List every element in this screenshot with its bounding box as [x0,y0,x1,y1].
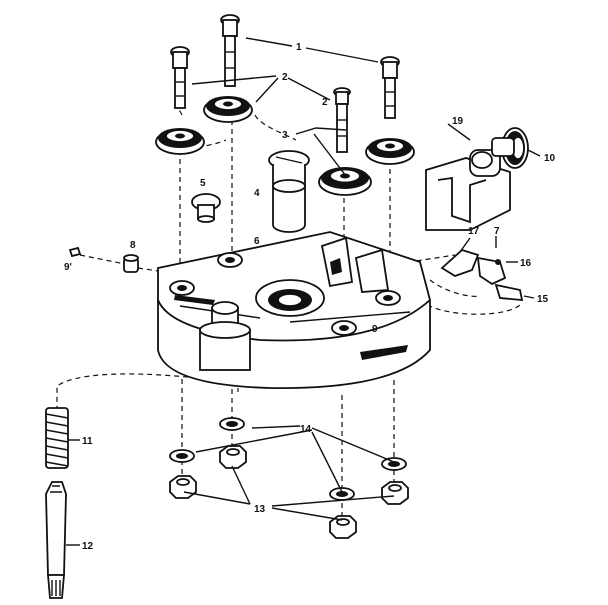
label-2-lower: 2 [322,97,328,108]
hex-nut-3 [381,481,409,505]
bracket [425,149,511,231]
cap-screw-left [170,46,190,109]
latch-lever [440,248,524,302]
lower-washer-3 [381,457,407,471]
lower-washer-2 [169,449,195,463]
label-9-prime: 9' [64,262,72,273]
seal-washer-left [155,128,205,155]
label-2-upper: 2 [282,72,288,83]
label-19: 19 [452,116,464,127]
label-8: 8 [130,240,136,251]
label-1: 1 [296,42,302,53]
label-3: 3 [282,130,288,141]
hex-nut-1 [219,445,247,469]
leader-lines [66,37,541,546]
small-screw [68,246,82,258]
label-12: 12 [82,541,94,552]
bushing [123,254,139,273]
label-11: 11 [82,436,93,447]
cap-screw-right [380,56,400,119]
lower-washer-4 [329,487,355,501]
spring-rod [45,481,67,599]
label-16: 16 [520,258,532,269]
piston-plug [268,150,310,233]
label-13: 13 [254,504,266,515]
hex-nut-2 [169,475,197,499]
label-4: 4 [254,188,260,199]
roller-wheel [491,127,529,169]
cap-screw-middle [333,87,351,153]
seal-washer-upper [203,96,253,123]
cylinder-head-housing [157,231,431,389]
callout-labels: 1 2 2 3 4 5 6 7 8 9 9' 10 11 12 13 14 15… [64,42,556,552]
label-9: 9 [372,324,378,335]
label-14: 14 [300,424,312,435]
cap-screw-center [220,14,240,87]
label-10: 10 [544,153,556,164]
label-5: 5 [200,178,206,189]
label-7: 7 [494,226,500,237]
label-17: 17 [468,226,480,237]
seal-washer-middle [318,167,372,196]
label-6: 6 [254,236,260,247]
spring [45,407,69,469]
seal-washer-right [365,138,415,165]
hex-nut-4 [329,515,357,539]
label-15: 15 [537,294,549,305]
lower-washer-1 [219,417,245,431]
knob [191,193,221,223]
